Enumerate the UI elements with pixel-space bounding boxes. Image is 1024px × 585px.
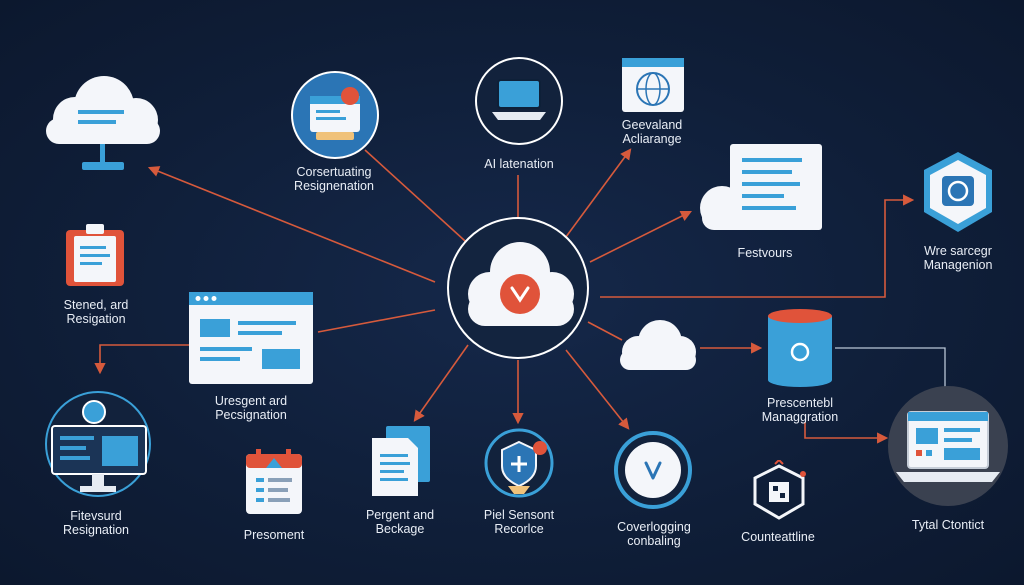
globe-window-icon [622, 58, 684, 112]
node-urgent [188, 291, 314, 390]
node-counteattline [749, 458, 809, 527]
hexagon-cube-icon [753, 458, 806, 520]
label-counteattline: Counteattline [741, 530, 815, 544]
node-firewall [36, 390, 160, 503]
node-geoland [620, 56, 686, 119]
label-presoment: Presoment [243, 528, 305, 542]
link-to-firewall [94, 344, 190, 375]
node-small-cloud [616, 318, 700, 379]
node-tytal [886, 384, 1010, 513]
cloud-server-icon [46, 76, 160, 170]
center-hub [432, 214, 604, 367]
calendar-icon [246, 449, 302, 514]
node-stored [62, 222, 128, 293]
laptop-icon [888, 386, 1008, 506]
node-storage-management [920, 150, 996, 241]
link-to-storage-management [600, 194, 915, 298]
document-cloud-icon [700, 144, 822, 230]
documents-icon [372, 426, 430, 496]
node-features [696, 142, 826, 239]
link-to-urgent [317, 309, 436, 333]
hexagon-chip-icon [924, 152, 992, 232]
shield-plus-icon [484, 428, 554, 498]
node-presoment [244, 448, 304, 521]
browser-window-icon [291, 71, 379, 159]
node-cloud-top-left [40, 74, 164, 179]
link-to-tytal [804, 422, 889, 444]
link-to-pergent [413, 344, 469, 422]
link-to-features [589, 210, 693, 263]
database-icon [768, 309, 832, 387]
node-pergent [368, 424, 432, 503]
laptop-icon [475, 57, 563, 145]
label-tytal: Tytal Ctontict [911, 518, 985, 532]
clipboard-icon [66, 224, 124, 286]
cloud-download-icon [468, 242, 574, 326]
node-prescription [764, 306, 836, 393]
link-to-consulting [364, 149, 476, 251]
link-to-cloud-top-left [147, 166, 436, 283]
link-to-geoland [559, 148, 632, 246]
node-consulting [290, 70, 380, 165]
label-ai: AI latenation [484, 157, 554, 171]
node-ai [474, 56, 564, 151]
link-to-small-cloud [587, 321, 623, 341]
link-to-coverlogging [565, 349, 630, 430]
monitor-gear-icon [45, 391, 151, 497]
node-coverlogging [613, 430, 693, 515]
cloud-icon [620, 320, 696, 370]
label-features: Festvours [737, 246, 793, 260]
link-prescription-tytal [835, 347, 946, 388]
browser-window-icon [189, 292, 313, 384]
check-circle-icon [614, 431, 692, 509]
node-pial [484, 428, 554, 503]
